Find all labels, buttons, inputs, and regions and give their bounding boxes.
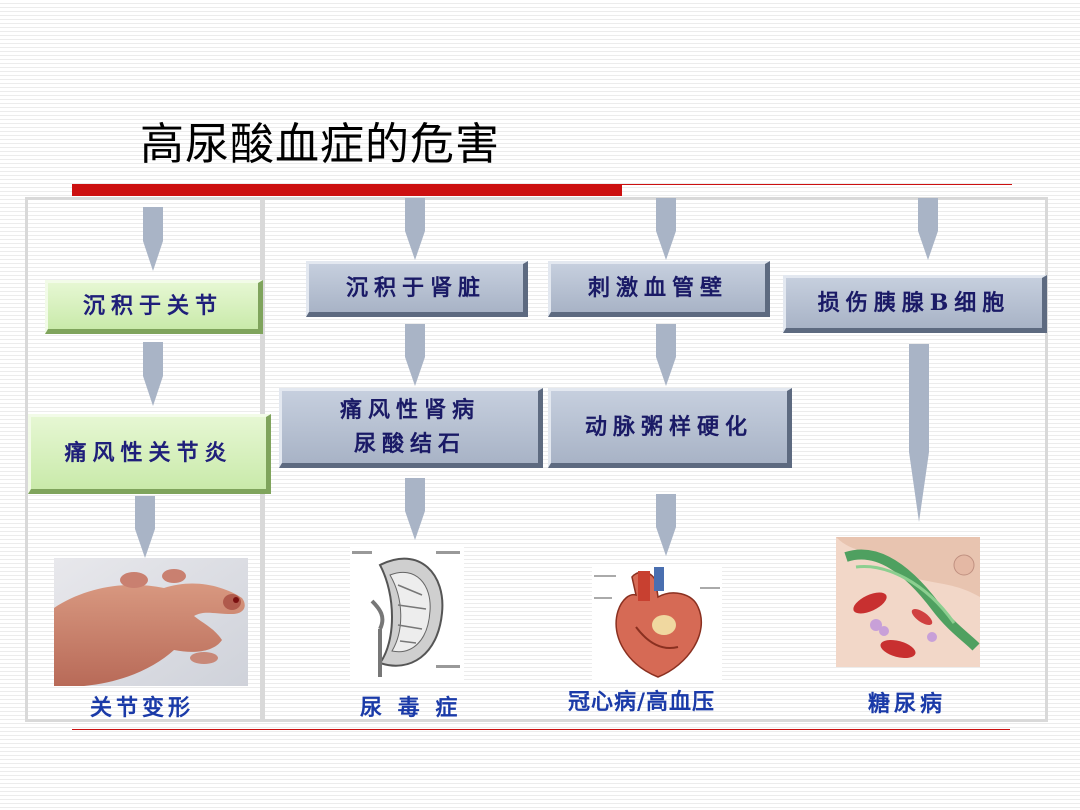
caption-diabetes: 糖尿病 [868, 691, 947, 717]
step-box-vessel-stimulation: 刺激血管壁 [548, 261, 770, 317]
page-title: 高尿酸血症的危害 [140, 119, 500, 170]
arrow-down-icon [143, 207, 163, 271]
arrow-down-icon [135, 496, 155, 558]
kidney-cross-section [350, 545, 464, 680]
heart-anatomy [592, 567, 722, 681]
step-label: 损伤胰腺B细胞 [817, 290, 1011, 316]
arrow-down-icon [918, 198, 938, 260]
arrow-down-icon [656, 324, 676, 386]
step-label: 尿酸结石 [353, 431, 466, 457]
step-box-gouty-arthritis: 痛风性关节炎 [28, 414, 271, 494]
step-label: 沉积于肾脏 [345, 275, 486, 301]
step-label: 沉积于关节 [82, 293, 223, 319]
step-label: 动脉粥样硬化 [584, 414, 753, 440]
step-label: 痛风性肾病 [339, 397, 480, 423]
step-label: 刺激血管壁 [587, 275, 728, 301]
title-underline-thin [622, 184, 1012, 185]
arrow-down-icon [656, 494, 676, 556]
deformed-hand-photo [54, 558, 248, 686]
arrow-down-icon [405, 198, 425, 260]
step-box-gouty-nephropathy: 痛风性肾病 尿酸结石 [279, 388, 543, 468]
step-box-kidney-deposit: 沉积于肾脏 [306, 261, 528, 317]
caption-joint-deformity: 关节变形 [90, 695, 195, 721]
step-box-pancreas-damage: 损伤胰腺B细胞 [783, 275, 1047, 333]
step-box-joint-deposit: 沉积于关节 [45, 280, 263, 334]
title-underline [72, 184, 622, 196]
arrow-down-icon [405, 478, 425, 540]
bottom-rule [72, 729, 1010, 730]
arrow-down-icon [405, 324, 425, 386]
arrow-down-icon [143, 342, 163, 406]
step-label: 痛风性关节炎 [64, 440, 233, 466]
caption-coronary-hypertension: 冠心病/高血压 [568, 689, 716, 715]
caption-uremia: 尿 毒 症 [360, 695, 462, 721]
arrow-down-icon [656, 198, 676, 260]
pancreas-tissue [836, 537, 980, 667]
long-arrow-down-icon [909, 344, 929, 522]
step-box-atherosclerosis: 动脉粥样硬化 [548, 388, 792, 468]
